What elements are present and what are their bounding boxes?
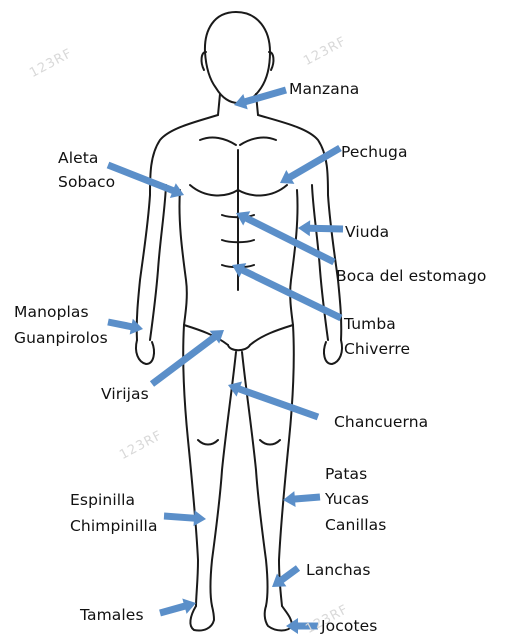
- arrow-pechuga: [280, 145, 342, 184]
- arrow-chancuerna: [228, 382, 319, 421]
- right-hand: [324, 340, 342, 364]
- label-manoplas: Manoplas: [14, 302, 89, 322]
- left-foot: [190, 606, 214, 631]
- torso-side-right: [290, 190, 297, 325]
- groin: [228, 345, 250, 350]
- right-arm-inner: [312, 185, 328, 340]
- collar-right: [240, 138, 276, 145]
- right-leg-outer: [279, 325, 294, 606]
- arrow-aleta-sobaco: [107, 162, 184, 198]
- label-pechuga: Pechuga: [341, 142, 408, 162]
- torso-side-left: [179, 190, 186, 325]
- label-canillas: Canillas: [325, 515, 386, 535]
- label-manzana: Manzana: [289, 79, 359, 99]
- label-viuda: Viuda: [345, 222, 389, 242]
- label-chimpinilla: Chimpinilla: [70, 516, 158, 536]
- arrow-virijas: [150, 330, 224, 387]
- arrow-tamales: [159, 599, 196, 617]
- collar-left: [200, 138, 236, 145]
- arrow-viuda: [298, 220, 343, 236]
- label-virijas: Virijas: [101, 384, 149, 404]
- arrow-lanchas: [272, 565, 300, 587]
- label-jocotes: Jocotes: [321, 616, 377, 636]
- label-tamales: Tamales: [80, 605, 144, 625]
- arrow-boca: [236, 211, 336, 265]
- label-sobaco: Sobaco: [58, 172, 115, 192]
- left-hand: [136, 340, 154, 364]
- head-outline: [205, 12, 270, 103]
- arrow-patas: [283, 491, 320, 507]
- left-arm-inner: [150, 185, 166, 340]
- label-espinilla: Espinilla: [70, 490, 135, 510]
- pointer-arrows: [107, 87, 343, 634]
- arrow-tumba: [232, 263, 343, 321]
- left-leg-outer: [183, 325, 198, 606]
- torso-left: [137, 115, 218, 340]
- hip-line: [184, 325, 293, 345]
- label-aleta: Aleta: [58, 148, 99, 168]
- label-chancuerna: Chancuerna: [334, 412, 428, 432]
- label-boca-estomago: Boca del estomago: [336, 266, 486, 286]
- label-guanpirolos: Guanpirolos: [14, 328, 108, 348]
- label-patas: Patas: [325, 464, 367, 484]
- knees: [198, 440, 280, 445]
- label-chiverre: Chiverre: [344, 339, 410, 359]
- arrow-espinilla: [164, 510, 206, 526]
- label-lanchas: Lanchas: [306, 560, 371, 580]
- label-tumba: Tumba: [344, 314, 396, 334]
- label-yucas: Yucas: [325, 489, 369, 509]
